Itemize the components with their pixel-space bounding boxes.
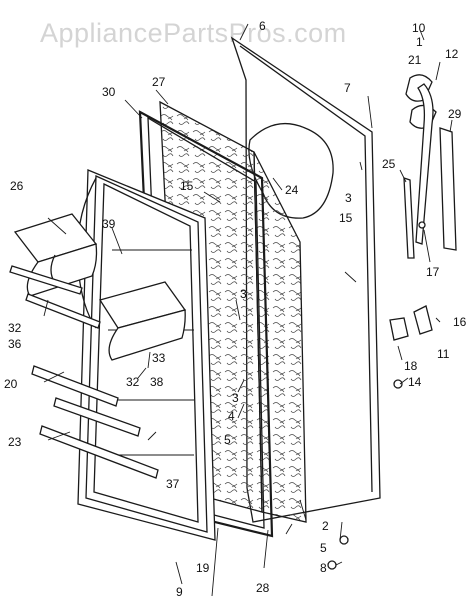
callout-3b: 3 xyxy=(240,287,247,301)
callout-20: 20 xyxy=(4,377,18,391)
callout-15b: 15 xyxy=(180,179,194,193)
callout-12: 12 xyxy=(445,47,459,61)
callout-29: 29 xyxy=(448,107,462,121)
callout-19: 19 xyxy=(196,561,210,575)
callout-36: 36 xyxy=(8,337,22,351)
callout-10: 10 xyxy=(412,21,426,35)
door-liner xyxy=(76,169,216,541)
leader-lines xyxy=(43,23,453,597)
callout-7: 7 xyxy=(344,81,351,95)
callout-3a: 3 xyxy=(345,191,352,205)
callout-4: 4 xyxy=(228,409,235,423)
callout-32a: 32 xyxy=(8,321,22,335)
callout-27: 27 xyxy=(152,75,166,89)
callout-21: 21 xyxy=(408,53,422,67)
callout-1: 1 xyxy=(416,35,423,49)
callout-9: 9 xyxy=(176,585,183,599)
callout-28: 28 xyxy=(256,581,270,595)
door-shelf-bin-middle xyxy=(98,281,187,361)
hinge-and-trim xyxy=(327,74,457,570)
callout-17: 17 xyxy=(426,265,440,279)
callout-26: 26 xyxy=(10,179,24,193)
callout-15a: 15 xyxy=(339,211,353,225)
callout-37: 37 xyxy=(166,477,180,491)
callout-32b: 32 xyxy=(126,375,140,389)
callout-5b: 5 xyxy=(320,541,327,555)
shelf-bars xyxy=(9,265,159,479)
callout-30: 30 xyxy=(102,85,116,99)
watermark: AppliancePartsPros.com xyxy=(40,18,347,48)
callout-24: 24 xyxy=(285,183,299,197)
callout-6: 6 xyxy=(259,19,266,33)
callout-16: 16 xyxy=(453,315,467,329)
callout-labels: 6 10 1 21 12 7 29 25 3 15 24 17 16 11 18… xyxy=(4,19,467,599)
callout-39: 39 xyxy=(102,217,116,231)
callout-14: 14 xyxy=(408,375,422,389)
callout-25: 25 xyxy=(382,157,396,171)
callout-23: 23 xyxy=(8,435,22,449)
callout-18: 18 xyxy=(404,359,418,373)
callout-3c: 3 xyxy=(232,391,239,405)
callout-5a: 5 xyxy=(224,433,231,447)
callout-33: 33 xyxy=(152,351,166,365)
callout-38: 38 xyxy=(150,375,164,389)
callout-11: 11 xyxy=(437,347,450,361)
callout-8: 8 xyxy=(320,561,327,575)
callout-2: 2 xyxy=(322,519,329,533)
